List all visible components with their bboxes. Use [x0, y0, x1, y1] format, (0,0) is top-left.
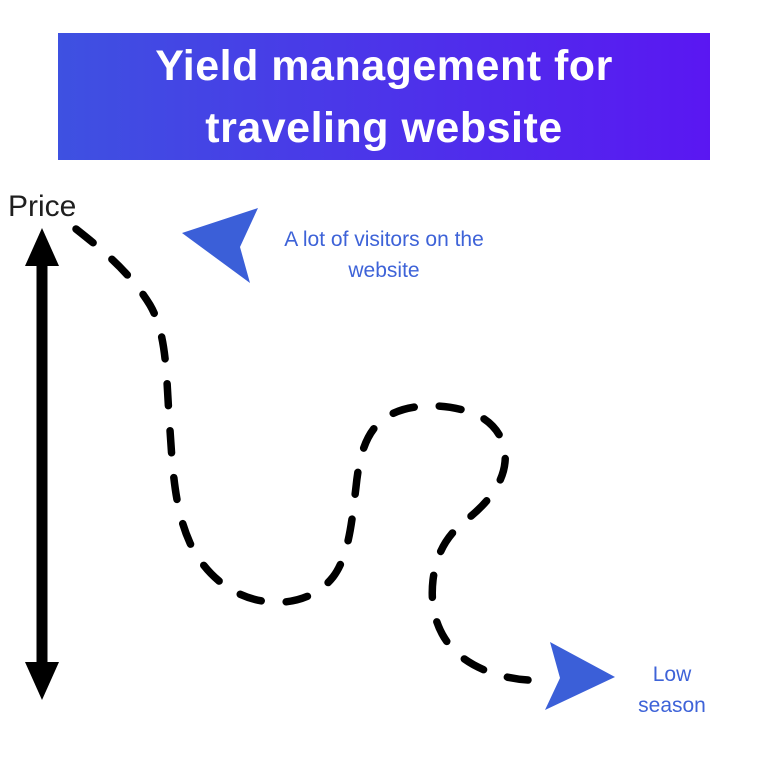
page-title-line-1: Yield management for	[155, 41, 613, 90]
high-visitors-arrow-icon	[182, 208, 258, 283]
page-title-line-2: traveling website	[205, 103, 563, 152]
title-banner: Yield management for traveling website	[58, 33, 710, 160]
price-axis-arrowhead-down-icon	[25, 662, 59, 700]
low-season-caption: Low season	[638, 663, 706, 717]
price-axis-arrow	[25, 228, 59, 700]
price-axis-arrowhead-up-icon	[25, 228, 59, 266]
price-axis-label: Price	[8, 190, 77, 223]
price-curve	[72, 225, 532, 684]
low-season-arrow-icon	[545, 642, 615, 710]
high-visitors-caption: A lot of visitors on the website	[284, 228, 484, 282]
